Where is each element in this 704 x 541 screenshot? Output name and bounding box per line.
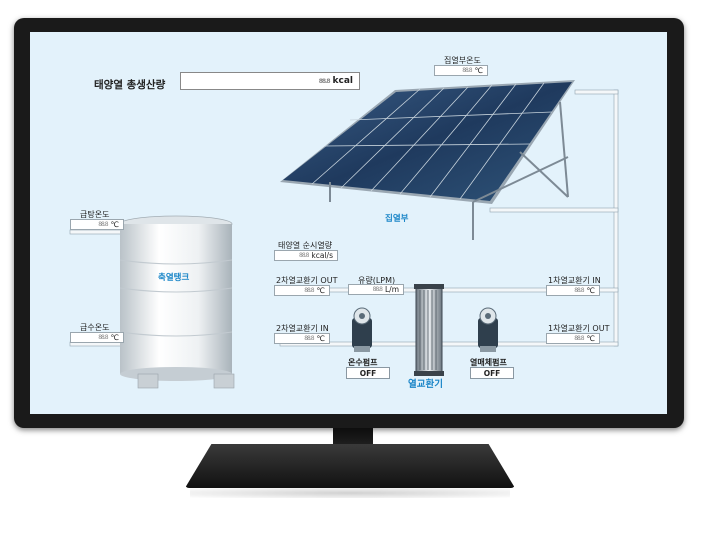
total-heat-readout: 88.8 kcal: [180, 72, 360, 90]
heat-medium-pump: [478, 307, 498, 352]
secondary-in-label: 2차열교환기 IN: [276, 324, 329, 333]
total-heat-label: 태양열 총생산량: [94, 79, 166, 91]
pipe-right-vertical: [613, 89, 619, 347]
hot-water-pump-toggle[interactable]: OFF: [346, 367, 390, 379]
supply-temp-readout: 88.8 ℃: [70, 219, 124, 230]
collector-name: 집열부: [385, 214, 409, 224]
feed-temp-label: 급수온도: [80, 323, 110, 332]
collector-temp-label: 집열부온도: [444, 56, 481, 65]
collector-temp-unit: ℃: [474, 66, 483, 75]
heat-medium-pump-toggle[interactable]: OFF: [470, 367, 514, 379]
supply-temp-label: 급탕온도: [80, 210, 110, 219]
hot-water-pump-label: 온수펌프: [348, 358, 378, 367]
scada-screen: 태양열 총생산량 88.8 kcal 집열부온도 88.8 ℃ 집열부 급탕온도…: [30, 32, 667, 414]
pipes: [69, 89, 619, 347]
flow-readout: 88.8 L/m: [348, 284, 404, 295]
feed-temp-readout: 88.8 ℃: [70, 332, 124, 343]
secondary-in-digits: 88.8: [304, 335, 314, 342]
monitor-stand-shadow: [190, 488, 510, 498]
feed-temp-digits: 88.8: [98, 334, 108, 341]
flow-digits: 88.8: [372, 286, 383, 293]
tank-name: 축열탱크: [158, 273, 190, 283]
collector-temp-readout: 88.8 ℃: [434, 65, 488, 76]
heat-exchanger-name: 열교환기: [408, 379, 443, 390]
solar-collector: [280, 80, 575, 240]
instant-heat-label: 태양열 순시열량: [278, 241, 333, 250]
hot-water-pump: [352, 307, 372, 352]
process-diagram: [69, 80, 619, 389]
monitor-stand-base: [185, 444, 515, 488]
primary-in-digits: 88.8: [574, 287, 584, 294]
secondary-out-readout: 88.8 ℃: [274, 285, 330, 296]
heat-medium-pump-label: 열매체펌프: [470, 358, 507, 367]
secondary-out-label: 2차열교환기 OUT: [276, 276, 338, 285]
pipe-top-right: [574, 89, 619, 95]
primary-out-unit: ℃: [586, 334, 595, 343]
primary-in-readout: 88.8 ℃: [546, 285, 600, 296]
primary-out-readout: 88.8 ℃: [546, 333, 600, 344]
primary-out-digits: 88.8: [574, 335, 584, 342]
primary-out-label: 1차열교환기 OUT: [548, 324, 610, 333]
instant-heat-readout: 88.8 kcal/s: [274, 250, 338, 261]
supply-temp-digits: 88.8: [98, 221, 108, 228]
heat-exchanger: [414, 284, 444, 376]
secondary-out-digits: 88.8: [304, 287, 314, 294]
total-heat-digits: 88.8: [318, 77, 331, 85]
flow-label: 유량(LPM): [358, 276, 396, 285]
storage-tank: [119, 215, 235, 389]
instant-heat-digits: 88.8: [299, 252, 309, 259]
primary-in-unit: ℃: [586, 286, 595, 295]
pipe-collector-return: [489, 207, 619, 213]
secondary-in-unit: ℃: [316, 334, 325, 343]
secondary-out-unit: ℃: [316, 286, 325, 295]
instant-heat-unit: kcal/s: [311, 251, 333, 260]
primary-in-label: 1차열교환기 IN: [548, 276, 601, 285]
feed-temp-unit: ℃: [110, 333, 119, 342]
flow-unit: L/m: [384, 285, 399, 294]
total-heat-unit: kcal: [332, 76, 353, 86]
collector-temp-digits: 88.8: [462, 67, 472, 74]
secondary-in-readout: 88.8 ℃: [274, 333, 330, 344]
supply-temp-unit: ℃: [110, 220, 119, 229]
pipe-lower-main: [279, 341, 619, 347]
